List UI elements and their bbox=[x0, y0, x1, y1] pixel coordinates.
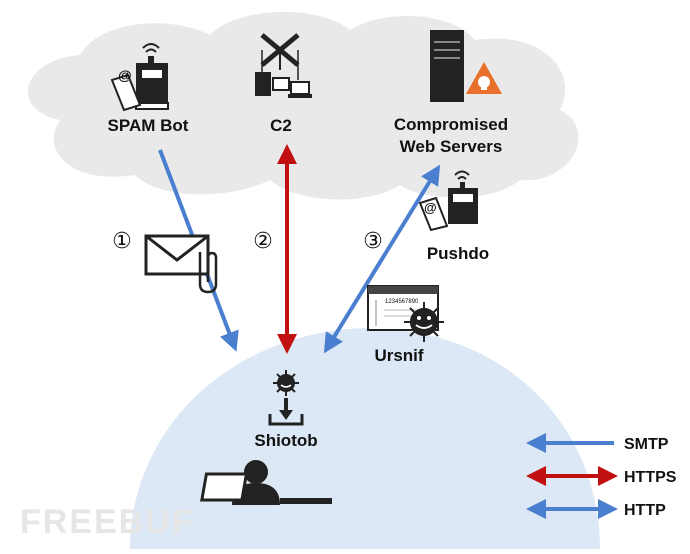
svg-text:@: @ bbox=[118, 67, 132, 83]
compromised-label-line2: Web Servers bbox=[400, 137, 503, 156]
pushdo-bot-icon: @ bbox=[418, 170, 478, 232]
ursnif-label: Ursnif bbox=[374, 346, 423, 365]
c2-puppet-icon bbox=[255, 33, 312, 98]
ursnif-window-text: 1234567890 bbox=[385, 299, 419, 305]
pushdo-label: Pushdo bbox=[427, 244, 489, 263]
legend-http-label: HTTP bbox=[624, 502, 666, 519]
email-attachment-icon bbox=[144, 234, 218, 294]
victim-network-dome bbox=[130, 328, 600, 549]
legend: SMTP HTTPS HTTP bbox=[526, 433, 677, 519]
internet-cloud bbox=[27, 11, 579, 200]
shiotob-virus-icon bbox=[273, 370, 299, 396]
legend-https-label: HTTPS bbox=[624, 469, 677, 486]
legend-smtp-label: SMTP bbox=[624, 436, 669, 453]
hazard-skull-icon bbox=[466, 62, 502, 94]
step-1-marker: ① bbox=[112, 229, 132, 254]
laptop-icon bbox=[200, 472, 332, 504]
svg-text:@: @ bbox=[424, 200, 437, 215]
c2-label: C2 bbox=[270, 116, 292, 135]
server-tower-icon bbox=[430, 30, 464, 102]
http-arrow bbox=[323, 164, 441, 354]
ursnif-virus-icon bbox=[404, 302, 444, 342]
download-icon bbox=[268, 398, 304, 426]
shiotob-label: Shiotob bbox=[254, 431, 317, 450]
spam-bot-label: SPAM Bot bbox=[108, 116, 189, 135]
step-3-marker: ③ bbox=[363, 229, 383, 254]
step-2-marker: ② bbox=[253, 229, 273, 254]
spam-bot-icon: @ bbox=[110, 43, 169, 112]
compromised-label-line1: Compromised bbox=[394, 115, 508, 134]
freebuf-watermark: FREEBUF bbox=[20, 503, 195, 541]
